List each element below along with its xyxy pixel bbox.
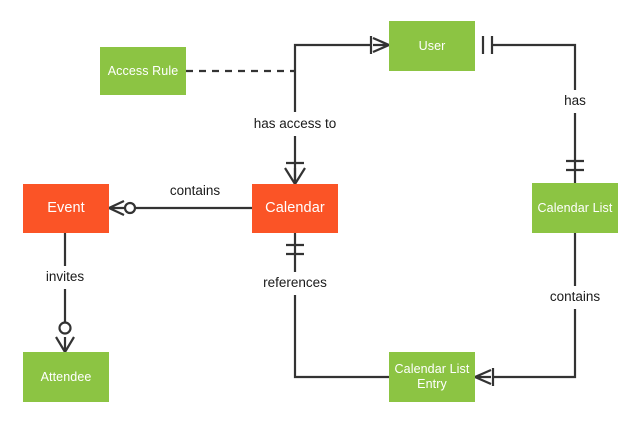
edge-label-has: has	[561, 93, 589, 109]
cardinality-one-to-many-entry-right	[474, 368, 495, 386]
entity-label-calendar-list-entry: Calendar List Entry	[395, 362, 470, 392]
cardinality-one-to-many-calendar-top	[284, 161, 306, 185]
entity-label-event: Event	[47, 200, 85, 216]
entity-label-user: User	[418, 38, 446, 53]
connector-contains-entry	[493, 233, 577, 379]
cardinality-exactly-one-calendar-bottom	[286, 243, 304, 256]
cardinality-zero-or-many-event-right	[108, 200, 137, 216]
entity-user[interactable]: User	[389, 21, 475, 71]
entity-label-calendar-list-entry-line1: Calendar List	[394, 362, 470, 376]
entity-label-attendee: Attendee	[40, 369, 92, 384]
edge-label-contains-entry: contains	[546, 289, 604, 305]
entity-label-calendar-list-entry-line2: Entry	[417, 377, 447, 391]
entity-calendar[interactable]: Calendar	[252, 184, 338, 233]
connector-references	[293, 233, 389, 379]
entity-access-rule[interactable]: Access Rule	[100, 47, 186, 95]
entity-calendar-list-entry[interactable]: Calendar List Entry	[389, 352, 475, 402]
entity-label-calendar-list: Calendar List	[537, 200, 613, 215]
cardinality-exactly-one-calendar-list-top	[566, 159, 584, 172]
cardinality-exactly-one-user-right	[481, 36, 494, 54]
cardinality-zero-or-many-attendee-top	[55, 321, 75, 353]
edge-label-has-access-to: has access to	[250, 116, 340, 132]
connector-has	[493, 43, 577, 183]
entity-attendee[interactable]: Attendee	[23, 352, 109, 402]
cardinality-one-to-many-user-left	[369, 36, 390, 54]
entity-calendar-list[interactable]: Calendar List	[532, 183, 618, 233]
edge-label-references: references	[260, 275, 330, 291]
edge-label-invites: invites	[42, 269, 88, 285]
entity-event[interactable]: Event	[23, 184, 109, 233]
edge-label-contains-calendar: contains	[166, 183, 224, 199]
entity-label-calendar: Calendar	[265, 200, 325, 216]
entity-label-access-rule: Access Rule	[107, 63, 179, 78]
connector-has-access-to	[293, 43, 371, 184]
